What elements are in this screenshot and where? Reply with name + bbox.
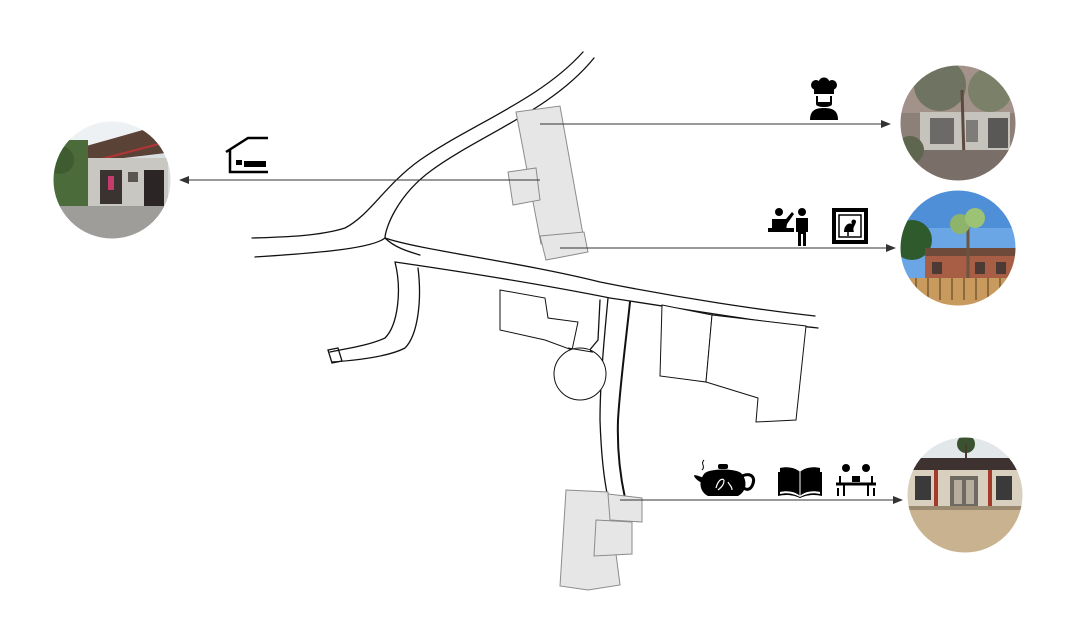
shaded-buildings bbox=[507, 105, 643, 591]
chef-icon bbox=[810, 77, 838, 120]
photo-frame-r2 bbox=[899, 189, 1017, 307]
framed-picture-icon bbox=[832, 208, 868, 244]
round-building-link bbox=[567, 347, 594, 353]
curved-road-outer bbox=[251, 51, 584, 239]
south-road-left bbox=[599, 297, 609, 499]
photo-frame-left bbox=[52, 120, 172, 240]
courtyard-building bbox=[499, 289, 579, 351]
left-branch-left bbox=[329, 261, 400, 353]
round-building bbox=[553, 347, 607, 401]
meeting-table-icon bbox=[836, 464, 876, 496]
road-end-cap bbox=[327, 347, 343, 364]
north-annex bbox=[507, 167, 541, 206]
photo-frame-r3 bbox=[906, 436, 1024, 554]
tree-shaded-house-photo bbox=[900, 65, 1016, 181]
presentation-icon bbox=[768, 208, 808, 246]
village-courtyard-house-photo bbox=[53, 121, 171, 239]
east-block-a bbox=[659, 304, 713, 383]
junction-road bbox=[384, 237, 421, 256]
connector-arrows bbox=[179, 120, 903, 504]
south-annex-a bbox=[607, 493, 643, 523]
south-annex-b bbox=[593, 519, 633, 557]
outline-buildings bbox=[499, 289, 807, 423]
south-road-right bbox=[616, 301, 631, 499]
bed-icon bbox=[225, 136, 268, 174]
north-south-wing bbox=[539, 231, 589, 261]
brick-house-with-tree-photo bbox=[900, 190, 1016, 306]
teapot-icon bbox=[694, 459, 756, 496]
courtyard-hall-photo bbox=[907, 437, 1023, 553]
open-book-icon bbox=[778, 467, 822, 498]
round-building-path bbox=[587, 299, 601, 353]
east-block-b bbox=[705, 314, 807, 423]
photo-frame-r1 bbox=[899, 64, 1017, 182]
south-long-building bbox=[559, 489, 621, 591]
main-road-upper bbox=[384, 237, 816, 317]
left-branch-right bbox=[331, 267, 421, 363]
